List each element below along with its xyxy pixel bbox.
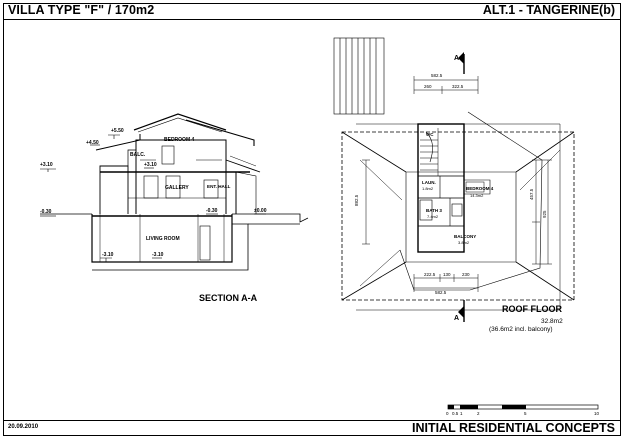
dim-right-a: 457.5 — [529, 188, 534, 200]
dim-bot-a: 222.5 — [424, 272, 436, 277]
scale-tick-0: 0 — [446, 411, 449, 416]
scale-tick-0-5: 0.5 — [452, 411, 459, 416]
plan-room-bedroom: BEDROOM 4 — [466, 186, 494, 191]
plan-room-bedroom-area: 14.3m2 — [470, 193, 484, 198]
roof-plan — [333, 37, 575, 322]
dim-bot-total: 582.5 — [435, 290, 447, 295]
scale-tick-1: 1 — [460, 411, 463, 416]
plan-room-bath: BATH 3 — [426, 208, 442, 213]
scale-tick-5: 5 — [524, 411, 527, 416]
level-roof-top: +5.50 — [111, 128, 124, 134]
level-minus310-right: -3.10 — [152, 252, 164, 258]
section-room-ent-hall: ENT. HALL — [207, 184, 231, 189]
level-minus030-right: -0.30 — [206, 208, 218, 214]
header-rule — [3, 19, 621, 20]
scale-tick-10: 10 — [594, 411, 600, 416]
drawing-date: 20.09.2010 — [8, 424, 39, 430]
roof-plan-area-note: (36.6m2 incl. balcony) — [489, 326, 553, 333]
section-marker-bottom: A — [454, 315, 459, 322]
dim-bot-c: 230 — [462, 272, 470, 277]
footer-rule — [3, 420, 621, 421]
section-drawing — [40, 113, 309, 271]
scale-tick-2: 2 — [477, 411, 480, 416]
dim-top-left: 260 — [424, 84, 432, 89]
level-minus030-left: -0.30 — [40, 209, 52, 215]
section-room-balcony: BALC. — [130, 152, 146, 158]
roof-plan-title: ROOF FLOOR — [502, 304, 562, 314]
dim-bot-b: 130 — [443, 272, 451, 277]
plan-room-balcony-area: 3.8m2 — [458, 240, 470, 245]
dim-right-b: 925 — [542, 210, 547, 218]
level-plus310-left: +3.10 — [40, 162, 53, 168]
plan-room-balcony: BALCONY — [454, 234, 476, 239]
roof-plan-area: 32.8m2 — [541, 318, 563, 325]
level-plus310-right: +3.10 — [144, 162, 157, 168]
roof-tile-grid — [333, 37, 385, 115]
drawing-sheet — [3, 3, 621, 436]
plan-room-laundry: LAUN. — [422, 180, 436, 185]
section-room-gallery: GALLERY — [165, 185, 189, 191]
section-room-bedroom: BEDROOM 4 — [164, 137, 195, 143]
plan-room-laundry-area: 1.8m2 — [422, 186, 434, 191]
plan-room-bath-area: 7.4m2 — [427, 214, 439, 219]
scale-bar — [447, 404, 599, 410]
company-name: INITIAL RESIDENTIAL CONCEPTS — [411, 421, 615, 435]
section-marker-top: A — [454, 55, 459, 62]
dim-left-total: 882.5 — [354, 194, 359, 206]
dim-top-total: 582.5 — [431, 73, 443, 78]
section-room-living: LIVING ROOM — [146, 236, 180, 242]
level-zero: ±0.00 — [254, 208, 267, 214]
plan-room-wc: WC — [426, 132, 434, 137]
dim-top-right: 322.5 — [452, 84, 464, 89]
level-minus310-left: -3.10 — [102, 252, 114, 258]
alt-title: ALT.1 - TANGERINE(b) — [482, 3, 615, 17]
villa-title: VILLA TYPE "F" / 170m2 — [8, 3, 155, 17]
section-title: SECTION A-A — [199, 293, 258, 303]
level-roof-mid: +4.50 — [86, 140, 99, 146]
